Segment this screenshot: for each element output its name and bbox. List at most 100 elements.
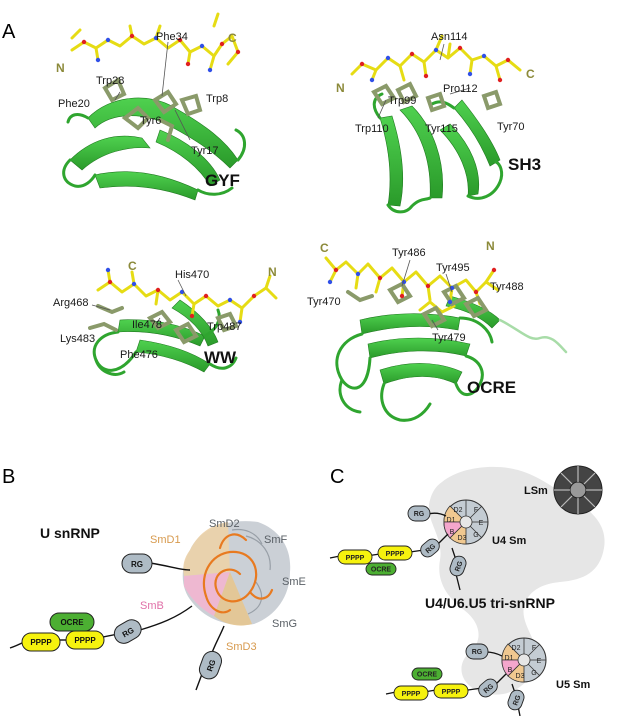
ocre-residue-tyr495: Tyr495 [436, 262, 470, 274]
ww-structure: C N His470 Arg468 Ile478 Trp487 Lys483 P… [53, 259, 278, 376]
smb-label: SmB [140, 600, 164, 612]
gyf-loops [62, 113, 246, 196]
snrnp-rg-left: RG [113, 619, 142, 644]
snrnp-rg-top: RG [121, 553, 153, 574]
svg-text:D3: D3 [458, 535, 467, 542]
svg-text:RG: RG [472, 649, 483, 656]
smd2-label: SmD2 [209, 518, 240, 530]
sm-ring [182, 521, 291, 626]
svg-text:PPPP: PPPP [386, 551, 405, 558]
ocre-atoms [327, 267, 497, 305]
gyf-residue-tyr17: Tyr17 [191, 145, 219, 157]
gyf-residue-phe34: Phe34 [156, 31, 188, 43]
sh3-structure: N C Asn114 Pro112 Trp99 Trp110 Tyr115 Ty… [336, 31, 541, 214]
gyf-residue-tyr6: Tyr6 [140, 115, 161, 127]
svg-text:PPPP: PPPP [30, 638, 52, 647]
gyf-sidechains [102, 77, 203, 142]
u-snrnp-title: U snRNP [40, 525, 100, 541]
u4-pppp-right: PPPP [377, 545, 413, 561]
sh3-residue-tyr115: Tyr115 [425, 123, 458, 135]
svg-text:G: G [473, 532, 478, 539]
sh3-atoms [359, 45, 511, 83]
sme-label: SmE [282, 576, 306, 588]
u5-rg-3: RG [507, 689, 525, 711]
u4-pppp-left: PPPP [337, 549, 373, 565]
gyf-residue-phe20: Phe20 [58, 98, 90, 110]
sh3-residue-pro112: Pro112 [443, 83, 478, 95]
svg-text:RG: RG [414, 511, 425, 518]
ocre-loops [335, 316, 494, 422]
svg-text:PPPP: PPPP [442, 689, 461, 696]
ocre-residue-tyr486: Tyr486 [392, 247, 426, 259]
ww-residue-trp487: Trp487 [207, 321, 241, 333]
gyf-n-terminus: N [56, 61, 65, 75]
u4-rg-1: RG [407, 505, 431, 522]
svg-text:OCRE: OCRE [371, 567, 392, 574]
panel-label-c: C [330, 466, 344, 488]
svg-text:RG: RG [131, 560, 143, 569]
panel-label-a: A [2, 21, 16, 43]
smg-label: SmG [272, 618, 297, 630]
svg-text:B: B [450, 529, 455, 536]
snrnp-ocre: OCRE [49, 612, 95, 632]
ocre-tail [498, 318, 568, 354]
panel-label-b: B [2, 466, 15, 488]
u5-pppp-right: PPPP [433, 683, 469, 699]
sh3-sidechains [371, 81, 503, 113]
ocre-leader-lines [401, 259, 453, 331]
tri-snrnp-diagram: LSm D2 F E G D3 B D1 U4 Sm [329, 465, 605, 716]
ww-residue-phe476: Phe476 [120, 349, 158, 361]
ww-atoms [105, 267, 257, 325]
lsm-ring [553, 465, 603, 515]
gyf-domain-label: GYF [205, 171, 240, 190]
sh3-leader-lines [377, 43, 471, 119]
snrnp-rg-bottom: RG [198, 650, 223, 680]
smd3-label: SmD3 [226, 641, 257, 653]
ww-residue-lys483: Lys483 [60, 333, 95, 345]
svg-text:OCRE: OCRE [417, 672, 438, 679]
sh3-ribbon [379, 99, 501, 207]
svg-text:F: F [532, 645, 536, 652]
sh3-c-terminus: C [526, 67, 535, 81]
u4-sm-ring: D2 F E G D3 B D1 [443, 499, 489, 545]
u5-sm-ring: D2 F E G D3 B D1 [501, 637, 547, 683]
svg-text:F: F [474, 507, 478, 514]
u5-ocre: OCRE [411, 667, 443, 681]
u4-sm-label: U4 Sm [492, 535, 526, 547]
ocre-residue-tyr479: Tyr479 [432, 332, 466, 344]
svg-text:E: E [479, 520, 484, 527]
sm-ring-ribbons [231, 528, 271, 615]
ww-sidechains [88, 304, 239, 345]
svg-text:RG: RG [205, 658, 218, 672]
ww-domain-label: WW [204, 348, 237, 367]
u5-rg-1: RG [465, 643, 489, 660]
svg-text:RG: RG [454, 560, 464, 573]
ocre-residue-tyr488: Tyr488 [490, 281, 524, 293]
snrnp-pppp-left: PPPP [21, 632, 61, 652]
gyf-c-terminus: C [228, 31, 237, 45]
ocre-domain-label: OCRE [467, 378, 516, 397]
u4-rg-2: RG [420, 538, 440, 558]
svg-text:E: E [537, 658, 542, 665]
gyf-residue-trp8: Trp8 [206, 93, 228, 105]
u5-sm-label: U5 Sm [556, 679, 590, 691]
svg-text:D2: D2 [512, 645, 521, 652]
lsm-label: LSm [524, 485, 548, 497]
sh3-residue-trp99: Trp99 [388, 95, 416, 107]
svg-text:OCRE: OCRE [60, 618, 84, 627]
gyf-atoms [81, 33, 241, 73]
svg-text:B: B [508, 667, 513, 674]
svg-text:PPPP: PPPP [74, 636, 96, 645]
svg-text:G: G [531, 670, 536, 677]
ocre-residue-tyr470: Tyr470 [307, 296, 341, 308]
snrnp-pppp-right: PPPP [65, 630, 105, 650]
ocre-structure: C N Tyr486 Tyr495 Tyr488 Tyr470 Tyr479 O… [307, 239, 568, 422]
ww-c-terminus: C [128, 259, 137, 273]
svg-text:D2: D2 [454, 507, 463, 514]
svg-text:D1: D1 [447, 517, 456, 524]
svg-text:PPPP: PPPP [402, 691, 421, 698]
smd1-label: SmD1 [150, 534, 181, 546]
ww-residue-his470: His470 [175, 269, 209, 281]
svg-text:RG: RG [512, 694, 522, 707]
